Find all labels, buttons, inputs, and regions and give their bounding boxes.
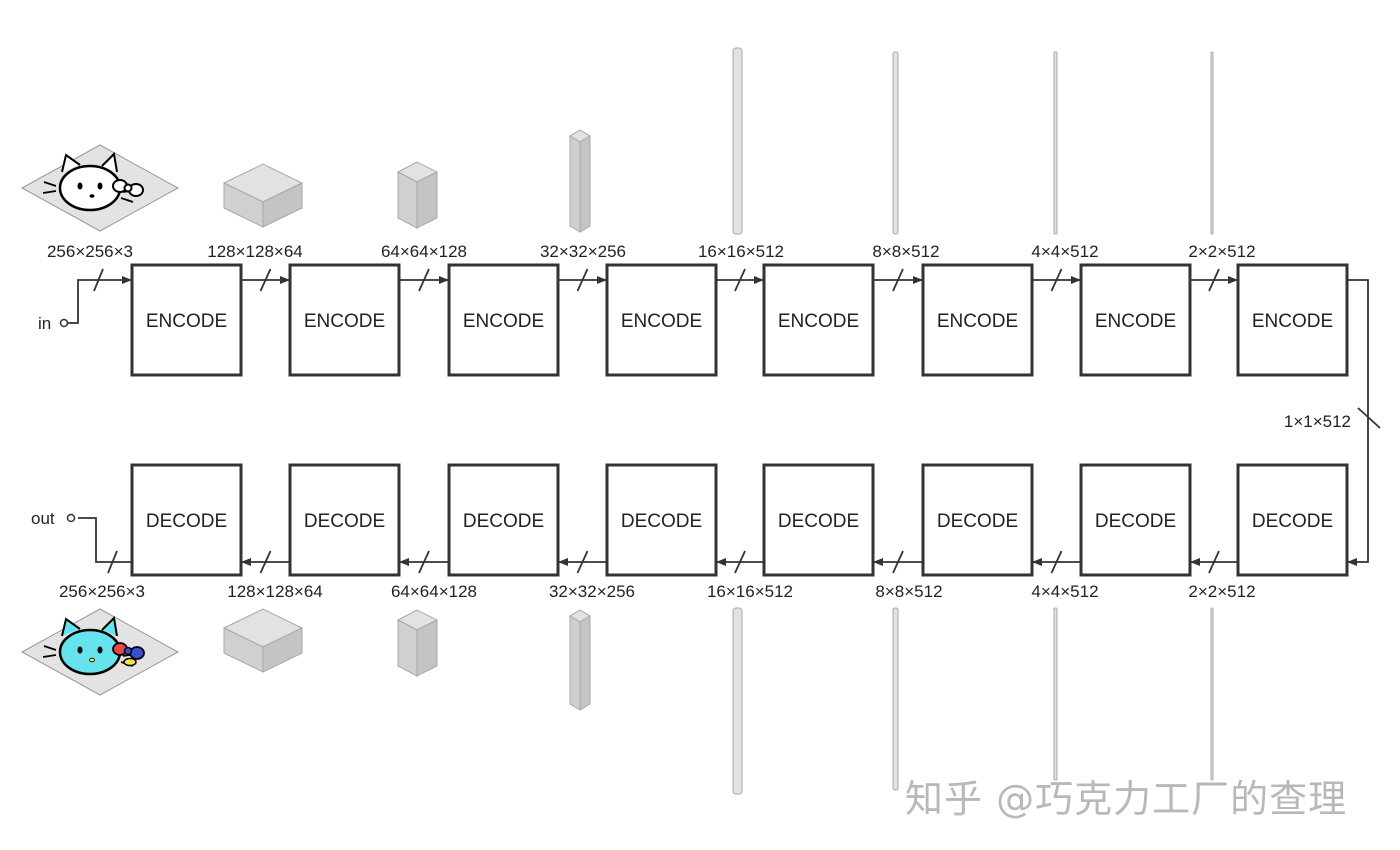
connector-arrow xyxy=(241,550,290,574)
encode-block-1: ENCODE xyxy=(130,263,243,377)
dimension-label: 256×256×3 xyxy=(59,582,145,601)
connector-arrow xyxy=(558,550,607,574)
decode-label: DECODE xyxy=(1095,511,1176,532)
dimension-label: 64×64×128 xyxy=(391,582,477,601)
connector-arrow xyxy=(558,268,607,292)
connector-arrow xyxy=(716,550,764,574)
dimension-label: 8×8×512 xyxy=(872,242,939,261)
encode-label: ENCODE xyxy=(146,311,227,332)
decode-label: DECODE xyxy=(463,511,544,532)
tensor-shapes-decoder xyxy=(222,607,1214,795)
decode-label: DECODE xyxy=(146,511,227,532)
decode-block-6: DECODE xyxy=(921,463,1034,577)
dimension-label: 64×64×128 xyxy=(381,242,467,261)
tensor-shape-16 xyxy=(732,47,743,235)
connector-arrow xyxy=(399,550,449,574)
decode-label: DECODE xyxy=(1252,511,1333,532)
tensor-shape-8-out xyxy=(892,607,899,791)
dimension-label: 8×8×512 xyxy=(875,582,942,601)
watermark: 知乎 @巧克力工厂的查理 xyxy=(905,777,1348,821)
input-port: in xyxy=(38,268,132,333)
dimension-label: 2×2×512 xyxy=(1188,242,1255,261)
encode-label: ENCODE xyxy=(1095,311,1176,332)
decoder-row: DECODE DECODE DECODE DECODE DECODE DECODE DECO… xyxy=(59,463,1349,601)
encode-label: ENCODE xyxy=(778,311,859,332)
encode-block-3: ENCODE xyxy=(447,263,560,377)
tensor-shape-4-out xyxy=(1053,607,1058,781)
cat-line-drawing-icon xyxy=(42,151,144,212)
output-image xyxy=(20,608,180,696)
connector-arrow xyxy=(1190,550,1238,574)
decode-block-4: DECODE xyxy=(605,463,718,577)
tensor-shape-64 xyxy=(396,161,439,229)
decode-label: DECODE xyxy=(621,511,702,532)
decode-block-1: DECODE xyxy=(130,463,243,577)
tensor-shape-32 xyxy=(569,129,591,233)
dimension-label: 32×32×256 xyxy=(549,582,635,601)
output-label: out xyxy=(31,509,55,528)
dimension-label: 128×128×64 xyxy=(227,582,323,601)
decode-label: DECODE xyxy=(304,511,385,532)
decode-block-3: DECODE xyxy=(447,463,560,577)
encode-label: ENCODE xyxy=(304,311,385,332)
tensor-shape-4 xyxy=(1053,51,1058,235)
tensor-shape-2-out xyxy=(1210,607,1214,781)
connector-arrow xyxy=(399,268,449,292)
encode-block-2: ENCODE xyxy=(288,263,401,377)
tensor-shape-16-out xyxy=(732,607,743,795)
connector-arrow xyxy=(873,268,923,292)
output-port: out xyxy=(31,509,131,574)
encode-block-6: ENCODE xyxy=(921,263,1034,377)
input-image xyxy=(20,144,180,232)
tensor-shape-2 xyxy=(1210,51,1214,235)
encode-block-4: ENCODE xyxy=(605,263,718,377)
encode-block-5: ENCODE xyxy=(762,263,875,377)
decode-block-2: DECODE xyxy=(288,463,401,577)
dimension-label: 4×4×512 xyxy=(1031,242,1098,261)
connector-arrow xyxy=(716,268,764,292)
tensor-shape-64-out xyxy=(396,609,439,677)
connector-arrow xyxy=(1032,268,1081,292)
dimension-label: 16×16×512 xyxy=(707,582,793,601)
encode-label: ENCODE xyxy=(937,311,1018,332)
input-label: in xyxy=(38,314,51,333)
decode-block-7: DECODE xyxy=(1079,463,1192,577)
bottleneck-dim: 1×1×512 xyxy=(1284,412,1351,431)
dimension-label: 128×128×64 xyxy=(207,242,303,261)
decode-label: DECODE xyxy=(937,511,1018,532)
tensor-shape-32-out xyxy=(569,609,591,711)
connector-arrow xyxy=(241,268,290,292)
dimension-label: 256×256×3 xyxy=(47,242,133,261)
decode-label: DECODE xyxy=(778,511,859,532)
dimension-label: 4×4×512 xyxy=(1031,582,1098,601)
tensor-shape-8 xyxy=(892,51,899,235)
cat-colored-icon xyxy=(42,615,145,676)
dimension-label: 16×16×512 xyxy=(698,242,784,261)
encode-block-8: ENCODE xyxy=(1236,263,1349,377)
encode-block-7: ENCODE xyxy=(1079,263,1192,377)
encoder-row: ENCODE ENCODE ENCODE ENCODE ENCODE ENCODE ENCO… xyxy=(47,242,1349,377)
encode-label: ENCODE xyxy=(1252,311,1333,332)
tensor-shape-128 xyxy=(222,163,304,228)
dimension-label: 32×32×256 xyxy=(540,242,626,261)
tensor-shape-128-out xyxy=(222,608,304,673)
bottleneck-connector: 1×1×512 xyxy=(1284,279,1381,566)
connector-arrow xyxy=(873,550,923,574)
decode-block-8: DECODE xyxy=(1236,463,1349,577)
dimension-label: 2×2×512 xyxy=(1188,582,1255,601)
connector-arrow xyxy=(1190,268,1238,292)
tensor-shapes-encoder xyxy=(222,47,1214,235)
encode-label: ENCODE xyxy=(621,311,702,332)
connector-arrow xyxy=(1032,550,1081,574)
decode-block-5: DECODE xyxy=(762,463,875,577)
encode-label: ENCODE xyxy=(463,311,544,332)
